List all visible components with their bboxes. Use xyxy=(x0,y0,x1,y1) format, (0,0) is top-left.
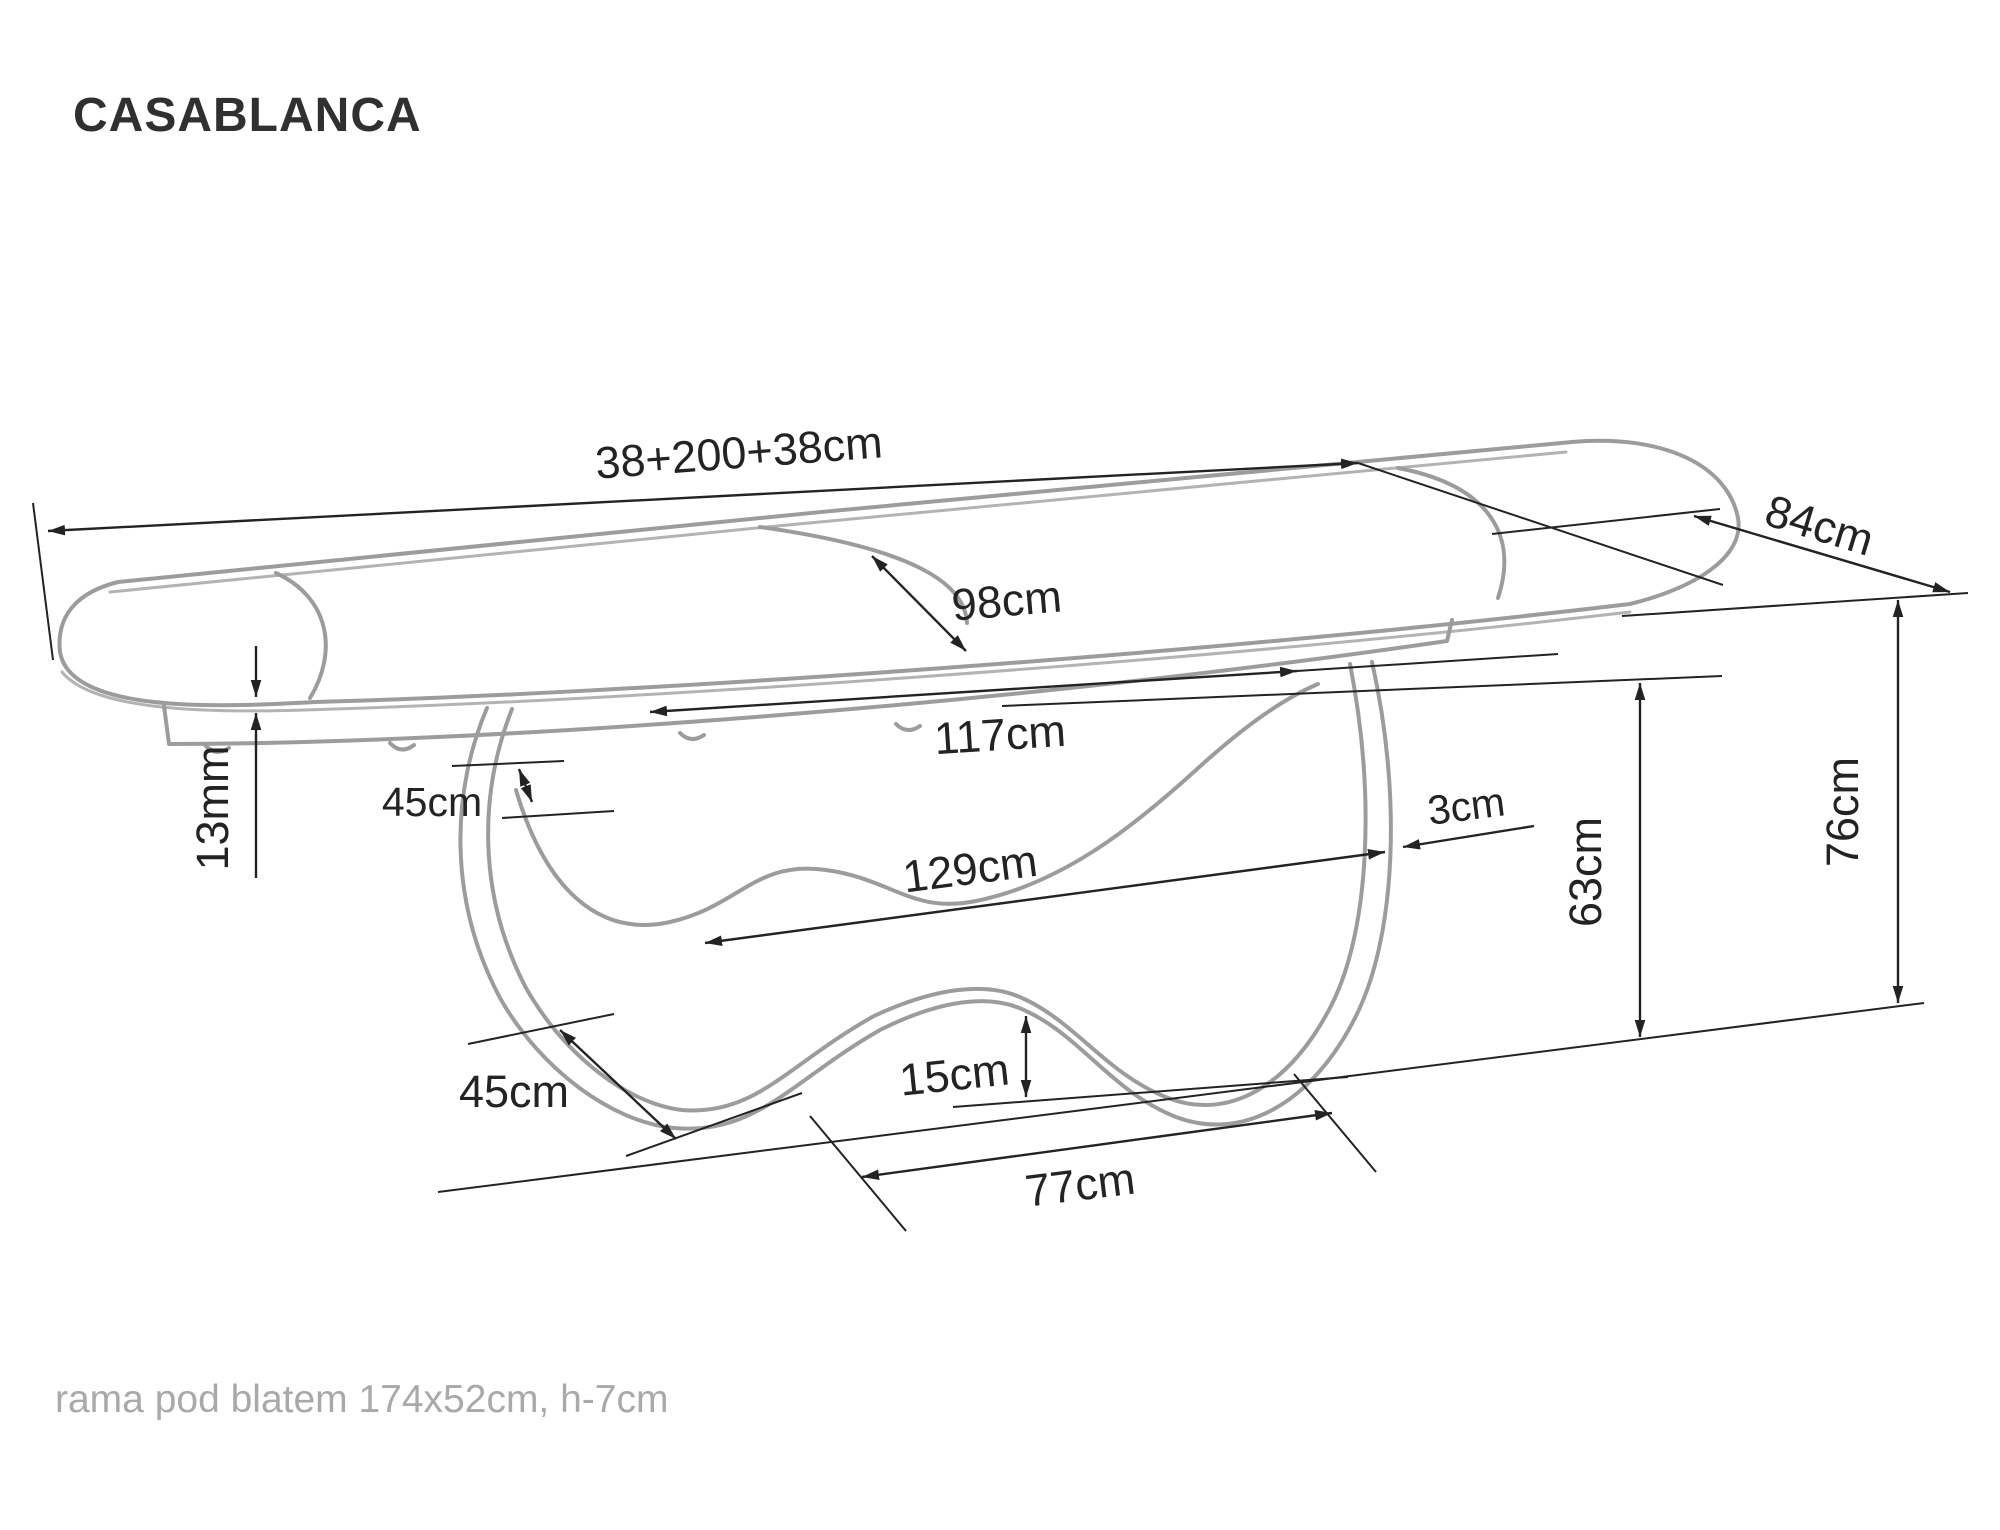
dim-table-height: 76cm xyxy=(1817,600,1904,1003)
dim-base-length-label: 129cm xyxy=(900,835,1040,903)
dim-base-wall: 3cm xyxy=(1402,778,1535,850)
dim-hump-height-label: 15cm xyxy=(897,1043,1012,1105)
dim-base-bottom-width-witness-lower xyxy=(625,1092,803,1157)
dim-base-top-width: 45cm xyxy=(382,760,615,825)
dim-base-top-width-witness-lower xyxy=(501,810,615,819)
dim-depth-witness-upper xyxy=(1491,508,1721,535)
tabletop-back-edge-highlight xyxy=(108,450,1568,594)
dim-base-top-width-label: 45cm xyxy=(382,779,482,825)
dim-depth-witness-lower xyxy=(1621,592,1969,617)
frame-feet xyxy=(203,722,922,754)
right-extension-leaf-line xyxy=(1396,466,1507,600)
dim-total-length-witness-left xyxy=(32,502,54,661)
dim-table-height-label: 76cm xyxy=(1817,757,1868,867)
base-inner-shell xyxy=(486,662,1368,1113)
frame-note: rama pod blatem 174x52cm, h-7cm xyxy=(55,1378,669,1421)
base-outer-shell xyxy=(458,660,1393,1131)
dim-frame-length: 117cm xyxy=(649,653,1559,764)
dim-base-wall-label: 3cm xyxy=(1425,778,1508,833)
frame-outline xyxy=(162,618,1454,746)
dim-top-thickness-label: 13mm xyxy=(187,745,238,870)
dim-base-clearance-label: 63cm xyxy=(1560,817,1611,927)
dim-base-bottom-length-witness-left xyxy=(809,1115,907,1232)
dim-inner-width: 98cm xyxy=(871,555,1064,652)
dim-base-length: 129cm xyxy=(704,835,1386,947)
dim-hump-height: 15cm xyxy=(897,1016,1349,1108)
tabletop xyxy=(57,438,1741,713)
dim-frame-length-extension xyxy=(1296,653,1559,672)
dim-base-bottom-width-witness-upper xyxy=(467,1013,615,1045)
dim-frame-length-label: 117cm xyxy=(933,705,1068,764)
dim-base-clearance-witness-top xyxy=(1001,675,1723,707)
dim-base-clearance: 63cm xyxy=(1001,675,1723,1037)
left-extension-leaf-line xyxy=(274,571,328,700)
under-top-frame xyxy=(162,618,1454,754)
dim-base-bottom-length-label: 77cm xyxy=(1022,1153,1137,1217)
dim-inner-width-label: 98cm xyxy=(950,570,1064,630)
dim-base-bottom-length-witness-right xyxy=(1293,1073,1377,1173)
dim-hump-height-witness xyxy=(952,1076,1349,1108)
dim-base-bottom-width-label: 45cm xyxy=(459,1066,569,1117)
dim-base-top-width-witness-upper xyxy=(451,760,565,767)
dim-total-length-witness-right xyxy=(1357,462,1724,586)
page-title: CASABLANCA xyxy=(73,89,422,142)
dim-top-thickness: 13mm xyxy=(187,646,262,878)
tabletop-front-thickness-edge xyxy=(60,610,1632,713)
dim-base-bottom-width: 45cm xyxy=(459,1013,803,1157)
main-top-oval-line xyxy=(758,525,969,625)
dim-total-length-label: 38+200+38cm xyxy=(593,416,884,488)
floor-line xyxy=(437,1002,1925,1193)
